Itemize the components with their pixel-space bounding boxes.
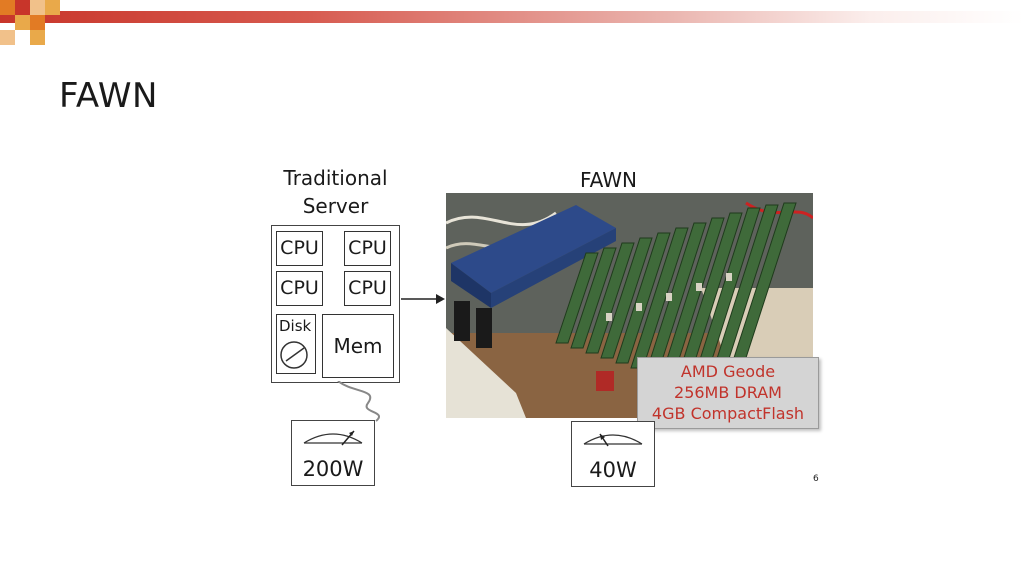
mem-box: Mem xyxy=(322,314,394,378)
page-number: 6 xyxy=(813,474,819,484)
fawn-cluster-illustration xyxy=(446,193,813,418)
spec-dram: 256MB DRAM xyxy=(674,383,782,402)
fawn-cluster-photo xyxy=(446,193,813,418)
cpu-box: CPU xyxy=(276,231,323,266)
header-square xyxy=(30,30,45,45)
disk-platter-icon xyxy=(280,341,308,369)
header-square xyxy=(0,30,15,45)
header-square xyxy=(45,0,60,15)
spec-cpu: AMD Geode xyxy=(680,362,776,381)
header-square xyxy=(30,0,45,15)
header-square xyxy=(15,0,30,15)
traditional-title-line1: Traditional xyxy=(283,166,388,190)
header-square xyxy=(0,0,15,15)
slide-title: FAWN xyxy=(59,76,158,116)
fawn-spec-callout: AMD Geode 256MB DRAM 4GB CompactFlash xyxy=(637,357,819,429)
fawn-title: FAWN xyxy=(580,168,637,192)
disk-box: Disk xyxy=(276,314,316,374)
traditional-server-title: Traditional Server xyxy=(268,164,403,220)
header-gradient-bar xyxy=(0,11,1024,23)
power-meter-fawn: 40W xyxy=(571,421,655,487)
meter-gauge-icon xyxy=(583,433,643,447)
power-meter-traditional: 200W xyxy=(291,420,375,486)
power-cable-icon xyxy=(337,381,380,422)
arrow-right-icon xyxy=(401,294,445,304)
meter-gauge-icon xyxy=(303,430,363,446)
traditional-title-line2: Server xyxy=(302,194,369,218)
power-value-40w: 40W xyxy=(589,458,637,482)
header-square xyxy=(15,15,30,30)
disk-label: Disk xyxy=(279,317,312,335)
cpu-box: CPU xyxy=(344,231,391,266)
power-value-200w: 200W xyxy=(302,457,364,481)
spec-flash: 4GB CompactFlash xyxy=(651,404,805,423)
cpu-box: CPU xyxy=(344,271,391,306)
traditional-server-box: CPU CPU CPU CPU Disk Mem xyxy=(271,225,400,383)
header-square xyxy=(30,15,45,30)
cpu-box: CPU xyxy=(276,271,323,306)
fawn-comparison-figure: Traditional Server CPU CPU CPU CPU Disk … xyxy=(268,160,828,490)
